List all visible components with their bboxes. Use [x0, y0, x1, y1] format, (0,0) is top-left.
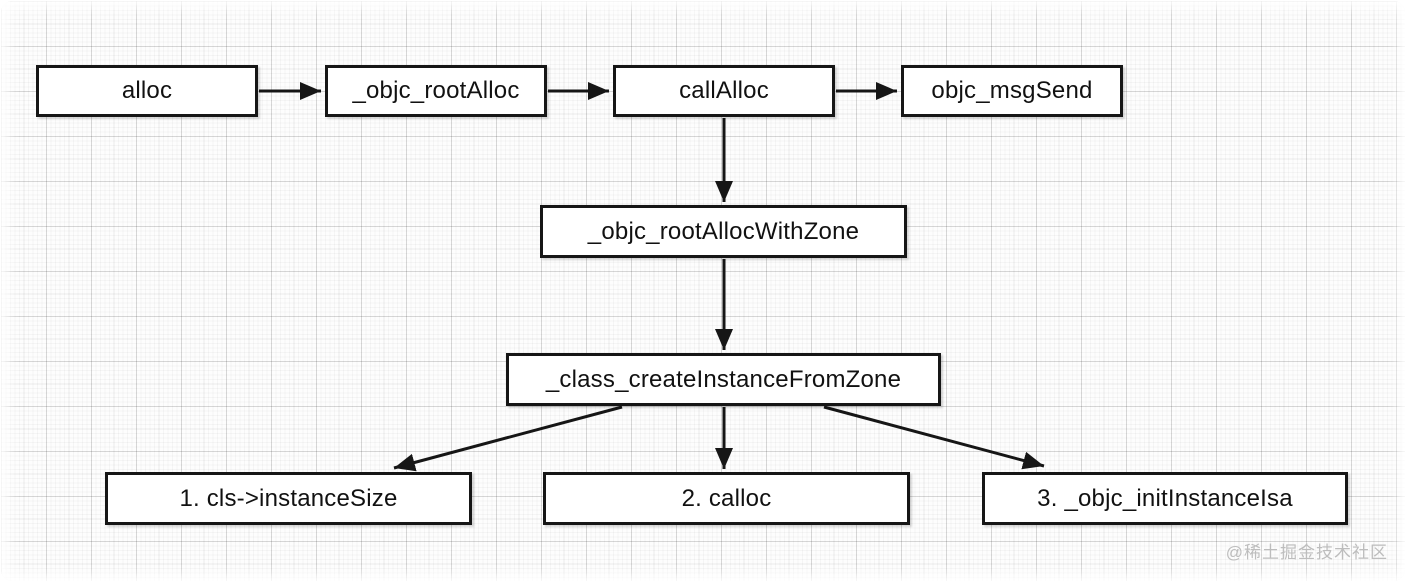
- node-objc-initinstanceisa: 3. _objc_initInstanceIsa: [982, 472, 1348, 525]
- node-objc-rootalloc-label: _objc_rootAlloc: [352, 77, 520, 104]
- node-alloc: alloc: [36, 65, 258, 117]
- node-objc-msgsend-label: objc_msgSend: [931, 77, 1093, 104]
- node-objc-rootallocwithzone: _objc_rootAllocWithZone: [540, 205, 907, 258]
- node-objc-initinstanceisa-label: 3. _objc_initInstanceIsa: [1037, 484, 1293, 512]
- node-calloc-label: 2. calloc: [681, 484, 772, 512]
- node-instancesize-label: 1. cls->instanceSize: [179, 484, 398, 512]
- node-alloc-label: alloc: [121, 77, 173, 104]
- node-class-createinstancefromzone: _class_createInstanceFromZone: [506, 353, 941, 406]
- node-callalloc: callAlloc: [613, 65, 835, 117]
- node-calloc: 2. calloc: [543, 472, 910, 525]
- node-callalloc-label: callAlloc: [679, 77, 769, 104]
- node-instancesize: 1. cls->instanceSize: [105, 472, 472, 525]
- watermark: @稀土掘金技术社区: [1225, 543, 1388, 562]
- node-class-createinstancefromzone-label: _class_createInstanceFromZone: [545, 365, 902, 393]
- node-objc-msgsend: objc_msgSend: [901, 65, 1123, 117]
- node-objc-rootallocwithzone-label: _objc_rootAllocWithZone: [587, 217, 860, 245]
- node-objc-rootalloc: _objc_rootAlloc: [325, 65, 547, 117]
